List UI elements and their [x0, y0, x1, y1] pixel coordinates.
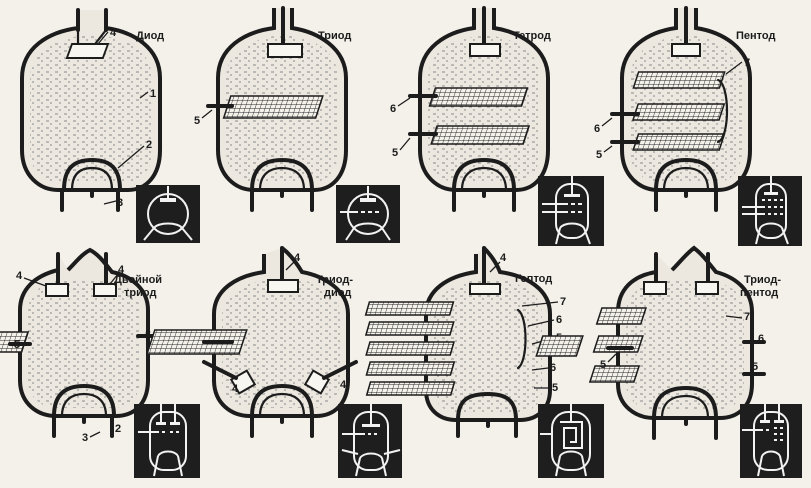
grid-2: [364, 321, 455, 336]
schematic-symbol-pentode: [738, 176, 802, 246]
screen-grid: [428, 87, 529, 107]
anode-plate: [267, 43, 303, 58]
cathode-heater: [652, 385, 718, 420]
anode-plate-pentode: [695, 281, 719, 295]
svg-text:5: 5: [14, 339, 20, 351]
schematic-symbol-triode: [336, 185, 400, 243]
tube-triode-pentode: Триод- пентод 7 6 5 5: [535, 245, 781, 440]
control-grid: [632, 133, 726, 151]
pentode-grid-1: [588, 365, 641, 383]
svg-text:7: 7: [560, 296, 566, 308]
svg-text:2: 2: [115, 423, 121, 435]
tube-title: Диод: [136, 30, 164, 42]
tube-tetrode: Тетрод 6 5: [390, 6, 551, 212]
triode-grid: [535, 335, 584, 357]
cathode-heater: [62, 157, 122, 192]
svg-text:4: 4: [232, 383, 239, 395]
svg-text:3: 3: [82, 432, 88, 444]
svg-text:4: 4: [294, 252, 301, 264]
svg-text:7: 7: [744, 57, 750, 69]
schematic-symbol-double-triode: [134, 404, 200, 478]
tube-title: Пентод: [736, 30, 775, 42]
svg-text:5: 5: [145, 330, 151, 342]
svg-text:6: 6: [550, 362, 556, 374]
tube-title-line1: Двойной: [114, 274, 162, 286]
tube-heptode: Гептод 4 7 6 5 6 5: [364, 246, 566, 438]
svg-text:5: 5: [752, 361, 758, 373]
anode-plate: [65, 43, 110, 59]
grid-1: [364, 301, 455, 316]
schematic-symbol-heptode: [538, 404, 604, 478]
tube-pentode: Пентод 7 6 5: [594, 6, 775, 212]
diode-anode-right: [303, 369, 331, 395]
grid-5: [365, 381, 456, 396]
svg-text:6: 6: [758, 333, 764, 345]
tube-title: Триод: [318, 30, 351, 42]
svg-text:6: 6: [556, 314, 562, 326]
svg-text:4: 4: [500, 252, 507, 264]
svg-text:6: 6: [390, 103, 396, 115]
control-grid: [222, 95, 324, 119]
control-grid: [145, 329, 248, 355]
anode-plate: [469, 283, 501, 295]
cathode-heater: [654, 157, 718, 192]
anode-plate: [267, 279, 299, 293]
grid-4: [365, 361, 456, 376]
svg-text:3: 3: [117, 197, 123, 209]
svg-text:5: 5: [392, 147, 398, 159]
cathode-heater: [250, 383, 314, 418]
svg-text:4: 4: [16, 270, 23, 282]
svg-text:7: 7: [744, 311, 750, 323]
anode-plate-triode: [643, 281, 667, 295]
schematic-symbol-diode: [136, 185, 200, 243]
anode-plate-right: [93, 283, 117, 297]
tube-title-line2: пентод: [740, 287, 778, 299]
svg-text:4: 4: [118, 264, 125, 276]
tube-title-line2: триод: [124, 287, 156, 299]
schematic-symbol-triode-pentode: [740, 404, 802, 478]
svg-text:4: 4: [340, 379, 347, 391]
tube-title: Тетрод: [513, 30, 551, 42]
svg-text:4: 4: [110, 27, 117, 39]
anode-plate: [671, 43, 701, 57]
diode-anode-left: [229, 369, 257, 395]
screen-grid: [631, 103, 726, 121]
svg-text:6: 6: [594, 123, 600, 135]
cathode-heater: [452, 157, 516, 192]
pentode-grid-3: [595, 307, 647, 325]
cathode-heater: [250, 157, 314, 192]
svg-text:5: 5: [194, 115, 200, 127]
svg-text:5: 5: [596, 149, 602, 161]
anode-plate: [469, 43, 501, 57]
cathode-heater: [52, 383, 116, 418]
cathode-heater: [456, 391, 518, 422]
suppressor-grid: [632, 71, 726, 89]
tube-diode: Диод 4 1 2 3: [20, 8, 164, 212]
svg-text:1: 1: [150, 88, 156, 100]
svg-text:5: 5: [600, 359, 606, 371]
grid-3: [365, 341, 455, 356]
anode-plate-left: [45, 283, 69, 297]
svg-text:5: 5: [552, 382, 558, 394]
tube-title-line2: диод: [324, 287, 351, 299]
control-grid: [430, 125, 531, 145]
tube-triode-diode: Триод- диод 4 4 4: [145, 246, 358, 438]
schematic-symbol-triode-diode: [338, 404, 402, 478]
schematic-symbol-tetrode: [538, 176, 604, 246]
tube-triode: Триод 5: [194, 6, 351, 212]
tube-title-line1: Триод-: [744, 274, 781, 286]
tube-title-line1: Триод-: [316, 274, 353, 286]
tube-double-triode: Двойной триод 4 4 5 5 3 2: [0, 247, 162, 444]
tube-title: Гептод: [515, 273, 552, 285]
svg-text:2: 2: [146, 139, 152, 151]
